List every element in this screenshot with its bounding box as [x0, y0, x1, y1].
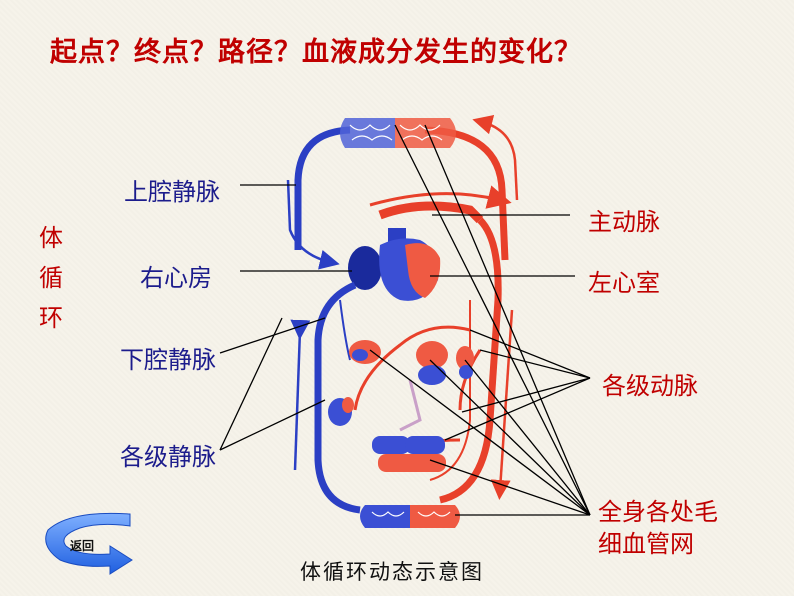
- label-arteries: 各级动脉: [602, 372, 698, 400]
- label-inferior-vena-cava: 下腔静脉: [120, 346, 216, 374]
- label-left-ventricle: 左心室: [588, 269, 660, 297]
- upper-capillary-bed: [340, 118, 456, 148]
- label-superior-vena-cava: 上腔静脉: [124, 178, 220, 206]
- back-button-label[interactable]: 返回: [70, 539, 95, 553]
- back-button[interactable]: [40, 508, 135, 576]
- descending-vessels: [290, 217, 514, 514]
- heart: [348, 185, 512, 301]
- right-atrium: [348, 246, 382, 290]
- label-aorta: 主动脉: [588, 208, 660, 236]
- diagram-caption: 体循环动态示意图: [300, 560, 484, 584]
- label-capillaries-line1: 全身各处毛: [598, 498, 718, 526]
- label-capillaries-line2: 细血管网: [598, 530, 694, 558]
- systemic-circulation-label: 体循环: [39, 224, 63, 332]
- label-veins: 各级静脉: [120, 443, 216, 471]
- organ-capillary-beds: [328, 340, 474, 528]
- label-right-atrium: 右心房: [140, 264, 212, 292]
- label-pointer-lines: [219, 124, 591, 516]
- slide-title: 起点？终点？路径？血液成分发生的变化？: [50, 37, 582, 68]
